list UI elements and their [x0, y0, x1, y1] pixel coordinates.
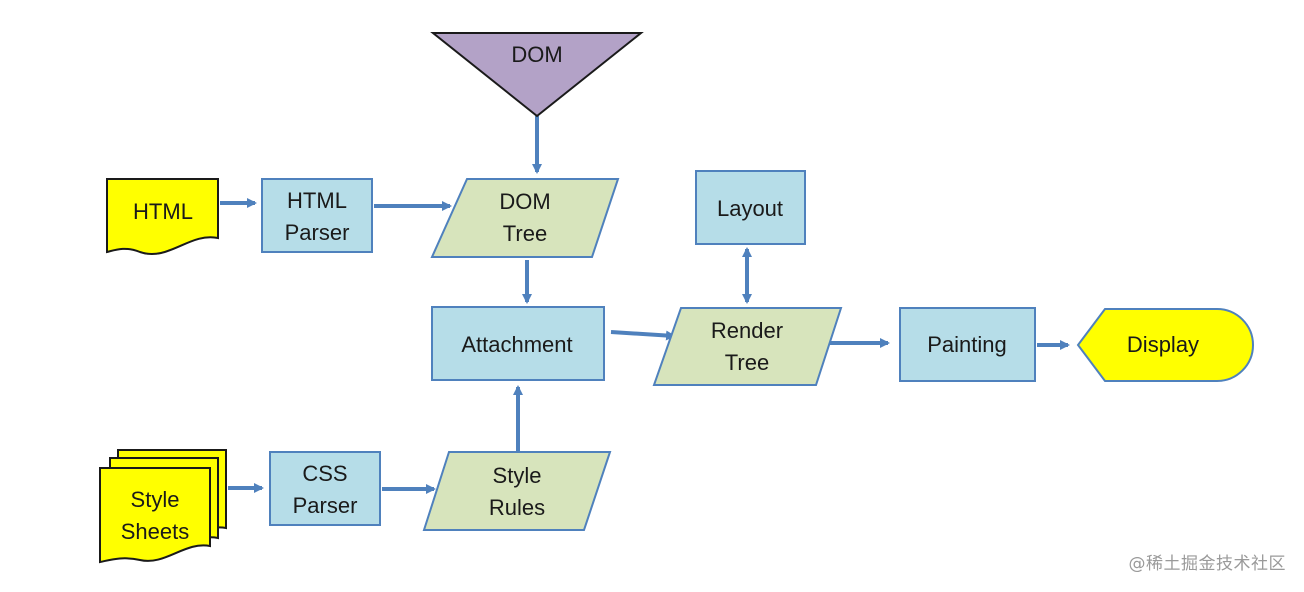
display-label: Display [1127, 332, 1199, 357]
painting-box [899, 307, 1036, 382]
css-parser-label-line-2: Parser [293, 493, 358, 518]
render-tree-label-line-1: Render [711, 318, 783, 343]
node-attachment: Attachment [431, 306, 605, 381]
edges [220, 116, 1070, 494]
edge-attachment-to-render-tree [610, 330, 676, 341]
painting-label: Painting [927, 332, 1007, 357]
css-parser-box [269, 451, 381, 526]
attachment-label: Attachment [461, 332, 572, 357]
node-css-parser: CSS Parser [269, 451, 381, 526]
node-painting: Painting [899, 307, 1036, 382]
node-dom-tree: DOM Tree [430, 178, 620, 258]
node-dom: DOM [430, 32, 644, 118]
painting-label-line-1: Painting [927, 332, 1007, 357]
watermark: @稀土掘金技术社区 [1128, 554, 1286, 574]
node-html-parser: HTML Parser [261, 178, 373, 253]
html-parser-box [261, 178, 373, 253]
display-shape [1076, 308, 1254, 382]
style-sheets-front-page [99, 467, 211, 564]
style-sheets-label-line-1: Style [131, 487, 180, 512]
node-html: HTML [106, 178, 219, 255]
style-rules-shape [422, 451, 612, 531]
dom-shape [430, 32, 644, 118]
dom-tree-label-line-1: DOM [499, 189, 550, 214]
html-label: HTML [133, 199, 193, 224]
html-parser-label: HTML Parser [285, 188, 350, 245]
html-parser-label-line-2: Parser [285, 220, 350, 245]
dom-label-line-1: DOM [511, 42, 562, 67]
css-parser-label: CSS Parser [293, 461, 358, 518]
dom-tree-label: DOM Tree [499, 189, 550, 246]
layout-label-line-1: Layout [717, 196, 783, 221]
html-parser-label-line-1: HTML [287, 188, 347, 213]
render-tree-label-line-2: Tree [725, 350, 769, 375]
node-layout: Layout [695, 170, 806, 245]
style-rules-label-line-2: Rules [489, 495, 545, 520]
layout-box [695, 170, 806, 245]
layout-label: Layout [717, 196, 783, 221]
css-parser-label-line-1: CSS [302, 461, 347, 486]
node-display: Display [1076, 308, 1254, 382]
style-rules-label-line-1: Style [493, 463, 542, 488]
style-sheets-label-line-2: Sheets [121, 519, 190, 544]
html-label-line-1: HTML [133, 199, 193, 224]
dom-tree-shape [430, 178, 620, 258]
attachment-label-line-1: Attachment [461, 332, 572, 357]
attachment-box [431, 306, 605, 381]
display-label-line-1: Display [1127, 332, 1199, 357]
render-tree-shape [652, 307, 843, 386]
dom-label: DOM [511, 42, 562, 67]
html-document-shape [106, 178, 219, 255]
dom-tree-label-line-2: Tree [503, 221, 547, 246]
